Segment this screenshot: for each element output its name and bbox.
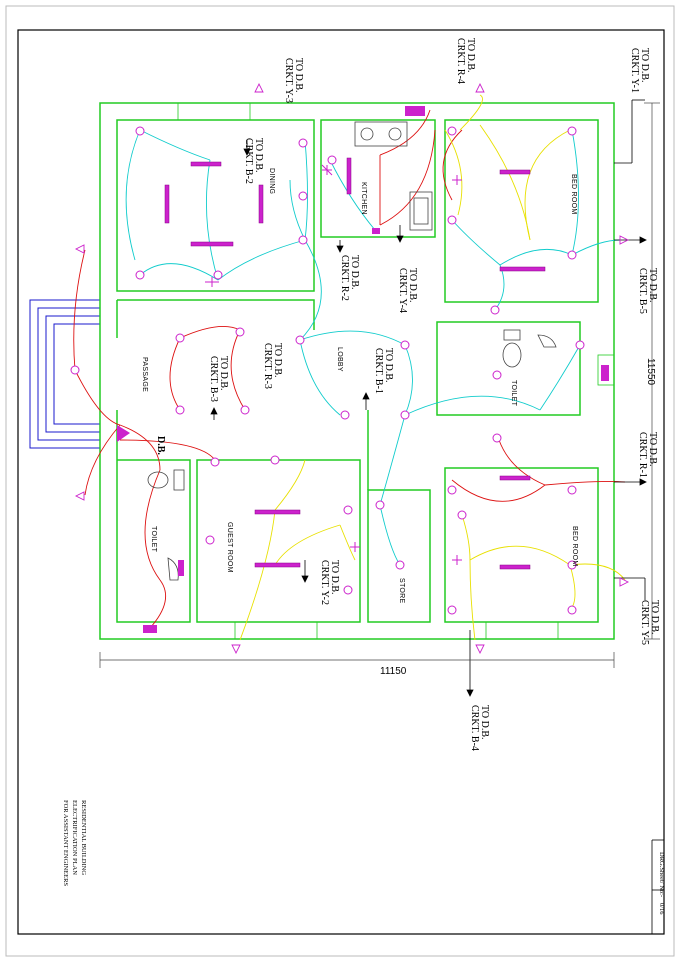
room-passage: PASSAGE <box>141 357 148 392</box>
svg-text:TO D.B.: TO D.B. <box>647 432 658 467</box>
distribution-board: D.B. <box>117 425 166 455</box>
room-lobby: LOBBY <box>336 347 343 372</box>
room-store: STORE <box>398 578 405 604</box>
svg-text:TO D.B.: TO D.B. <box>649 600 660 635</box>
svg-text:CRKT. R-2: CRKT. R-2 <box>339 255 350 301</box>
svg-text:TO D.B.: TO D.B. <box>407 268 418 303</box>
circuit-b3: TO D.B. CRKT. B-3 <box>208 356 229 402</box>
room-bedroom-bottom: BED ROOM <box>571 526 578 567</box>
circuit-b5: TO D.B. CRKT. B-5 <box>637 268 658 314</box>
svg-text:CRKT. Y-3: CRKT. Y-3 <box>283 58 294 103</box>
exterior-points <box>74 82 630 655</box>
svg-text:CRKT. R-4: CRKT. R-4 <box>455 38 466 84</box>
title-line-3: FOR ASSISTANT ENGINEERS <box>62 800 69 886</box>
sheet-ref-label: DRG.Sheet/ No:- <box>658 852 665 897</box>
db-label: D.B. <box>155 436 166 455</box>
circuit-b4: TO D.B. CRKT. B-4 <box>469 705 490 751</box>
circuit-y4: TO D.B. CRKT. Y-4 <box>397 268 418 313</box>
drawing-border <box>17 29 665 935</box>
svg-text:TO D.B.: TO D.B. <box>329 560 340 595</box>
dimension-height: 11550 <box>645 358 656 386</box>
wiring-yellow <box>239 94 626 641</box>
switch-boards <box>143 106 609 633</box>
circuit-b2: TO D.B. CRKT. B-2 <box>243 138 264 184</box>
room-toilet-right: TOILET <box>510 380 517 407</box>
svg-text:TO D.B.: TO D.B. <box>272 343 283 378</box>
title-line-1: RESIDENTIAL BUILDING <box>80 800 87 875</box>
tube-lights <box>164 157 546 570</box>
room-toilet-left: TOILET <box>150 526 157 553</box>
circuit-y5: TO D.B. CRKT. Y-5 <box>639 600 660 645</box>
title-block: RESIDENTIAL BUILDING ELECTRIFICATION PLA… <box>62 800 87 886</box>
circuit-labels: TO D.B. CRKT. Y-3 TO D.B. CRKT. R-4 TO D… <box>208 38 660 751</box>
ceiling-fans <box>205 164 462 565</box>
svg-text:TO D.B.: TO D.B. <box>465 38 476 73</box>
svg-text:CRKT. B-1: CRKT. B-1 <box>373 348 384 394</box>
svg-text:CRKT. Y-1: CRKT. Y-1 <box>629 48 640 93</box>
svg-text:TO D.B.: TO D.B. <box>383 348 394 383</box>
sheet-ref-number: 0/16 <box>658 903 665 915</box>
circuit-r1: TO D.B. CRKT. R-1 <box>637 432 658 478</box>
room-labels: DINING KITCHEN BED ROOM PASSAGE LOBBY TO… <box>141 168 578 604</box>
light-points <box>70 126 585 615</box>
svg-text:TO D.B.: TO D.B. <box>218 356 229 391</box>
svg-text:CRKT. R-1: CRKT. R-1 <box>637 432 648 478</box>
svg-text:CRKT. B-5: CRKT. B-5 <box>637 268 648 314</box>
circuit-y3: TO D.B. CRKT. Y-3 <box>283 58 304 103</box>
circuit-r3: TO D.B. CRKT. R-3 <box>262 343 283 389</box>
dimension-width: 11150 <box>380 666 407 677</box>
svg-text:CRKT. Y-2: CRKT. Y-2 <box>319 560 330 605</box>
circuit-y1: TO D.B. CRKT. Y-1 <box>629 48 650 93</box>
room-guest: GUEST ROOM <box>226 522 233 573</box>
circuit-r2: TO D.B. CRKT. R-2 <box>339 255 360 301</box>
svg-text:CRKT. B-4: CRKT. B-4 <box>469 705 480 751</box>
wiring-red <box>73 109 626 629</box>
circuit-r4: TO D.B. CRKT. R-4 <box>455 38 476 84</box>
svg-text:TO D.B.: TO D.B. <box>253 138 264 173</box>
svg-text:CRKT. B-2: CRKT. B-2 <box>243 138 254 184</box>
dimension-lines <box>99 102 660 668</box>
circuit-y2: TO D.B. CRKT. Y-2 <box>319 560 340 605</box>
room-dining: DINING <box>268 168 275 194</box>
svg-text:TO D.B.: TO D.B. <box>647 268 658 303</box>
outer-border <box>5 5 675 957</box>
room-bedroom-top: BED ROOM <box>570 174 577 215</box>
svg-text:CRKT. Y-5: CRKT. Y-5 <box>639 600 650 645</box>
kitchen-fixtures <box>354 121 433 231</box>
svg-text:TO D.B.: TO D.B. <box>293 58 304 93</box>
svg-text:TO D.B.: TO D.B. <box>349 255 360 290</box>
room-kitchen: KITCHEN <box>360 182 367 215</box>
title-line-2: ELECTRIFICATION PLAN <box>71 800 78 875</box>
verandah <box>29 299 100 449</box>
svg-text:CRKT. Y-4: CRKT. Y-4 <box>397 268 408 313</box>
svg-text:TO D.B.: TO D.B. <box>479 705 490 740</box>
toilet-fixtures <box>147 329 557 581</box>
walls <box>99 102 615 640</box>
svg-text:TO D.B.: TO D.B. <box>639 48 650 83</box>
circuit-b1: TO D.B. CRKT. B-1 <box>373 348 394 394</box>
svg-text:CRKT. R-3: CRKT. R-3 <box>262 343 273 389</box>
svg-text:CRKT. B-3: CRKT. B-3 <box>208 356 219 402</box>
